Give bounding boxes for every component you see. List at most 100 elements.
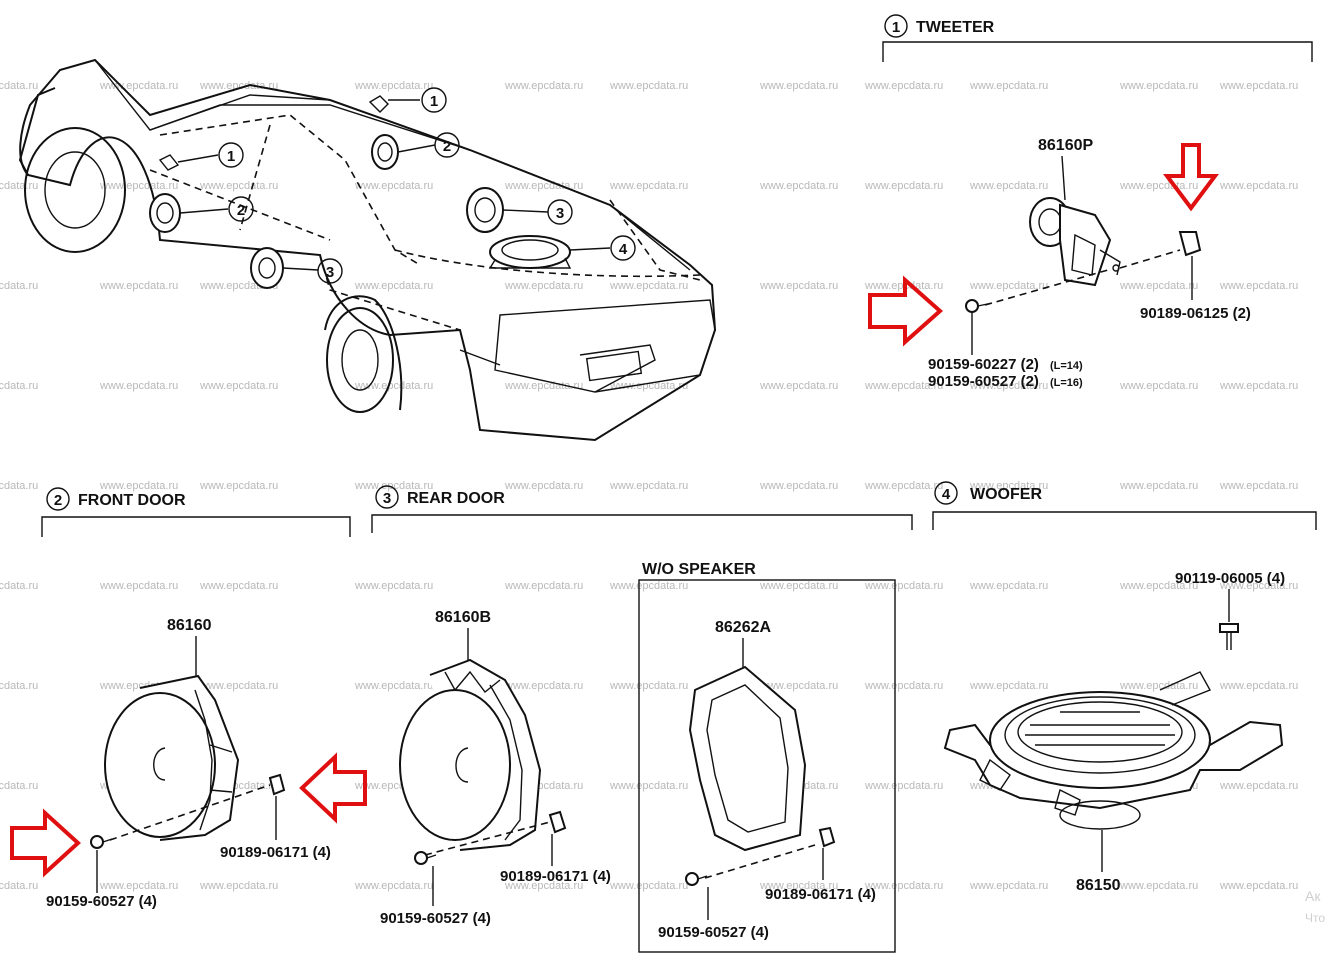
watermark-text: www.epcdata.ru <box>1219 680 1298 692</box>
watermark-text: www.epcdata.ru <box>609 380 688 392</box>
watermark-text: www.epcdata.ru <box>1119 180 1198 192</box>
corner-text-1: Ак <box>1305 888 1321 904</box>
woofer-bolt <box>1219 623 1239 650</box>
front-door-section-title: FRONT DOOR <box>78 492 186 509</box>
watermark-text: www.epcdata.ru <box>759 180 838 192</box>
watermark-text: www.epcdata.ru <box>1219 380 1298 392</box>
watermark-text: www.epcdata.ru <box>609 780 688 792</box>
watermark-text: www.epcdata.ru <box>504 380 583 392</box>
watermark-text: www.epcdata.ru <box>864 180 943 192</box>
watermark-text: www.epcdata.ru <box>759 80 838 92</box>
watermark-text: www.epcdata.ru <box>1219 580 1298 592</box>
watermark-text: www.epcdata.ru <box>504 580 583 592</box>
watermark-text: www.epcdata.ru <box>759 380 838 392</box>
svg-text:2: 2 <box>237 202 245 219</box>
watermark-text: www.epcdata.ru <box>864 780 943 792</box>
front-door-screw-label: 90159-60527 (4) <box>46 893 157 910</box>
watermark-text: www.epcdata.ru <box>99 580 178 592</box>
svg-text:2: 2 <box>443 138 451 155</box>
watermark-text: www.epcdata.ru <box>99 80 178 92</box>
watermark-text: www.epcdata.ru <box>1119 280 1198 292</box>
svg-text:3: 3 <box>556 205 564 222</box>
arrow-down-icon <box>1163 143 1219 212</box>
wo-speaker-fastener-label: 90189-06171 (4) <box>765 886 876 903</box>
front-door-part-number: 86160 <box>167 617 212 634</box>
watermark-text: www.epcdata.ru <box>0 380 38 392</box>
watermark-text: www.epcdata.ru <box>1119 880 1198 892</box>
watermark-text: www.epcdata.ru <box>0 580 38 592</box>
watermark-text: www.epcdata.ru <box>864 880 943 892</box>
watermark-text: www.epcdata.ru <box>99 880 178 892</box>
watermark-text: www.epcdata.ru <box>504 280 583 292</box>
arrow-right-icon <box>868 275 944 347</box>
front-door-section-number: 2 <box>54 492 62 509</box>
rear-door-fastener-label: 90189-06171 (4) <box>500 868 611 885</box>
front-door-speaker <box>104 674 240 841</box>
watermark-text: www.epcdata.ru <box>969 480 1048 492</box>
watermark-text: www.epcdata.ru <box>0 480 38 492</box>
watermark-text: www.epcdata.ru <box>99 480 178 492</box>
watermark-text: www.epcdata.ru <box>969 580 1048 592</box>
watermark-text: www.epcdata.ru <box>1219 780 1298 792</box>
rear-door-section-title: REAR DOOR <box>407 490 505 507</box>
watermark-text: www.epcdata.ru <box>609 180 688 192</box>
callout-3-side: 3 <box>317 258 343 284</box>
wo-speaker-part-number: 86262A <box>715 619 771 636</box>
watermark-text: www.epcdata.ru <box>504 80 583 92</box>
svg-text:4: 4 <box>619 241 628 258</box>
watermark-text: www.epcdata.ru <box>504 680 583 692</box>
watermark-layer: www.epcdata.ru www.epcdata.ru www.epcdata.… <box>0 80 1298 892</box>
tweeter-screw2-label: 90159-60527 (2) <box>928 373 1039 390</box>
watermark-text: www.epcdata.ru <box>354 880 433 892</box>
arrow-right-icon-2 <box>10 808 81 878</box>
watermark-text: www.epcdata.ru <box>354 580 433 592</box>
watermark-text: www.epcdata.ru <box>1119 380 1198 392</box>
woofer-section: 4 WOOFER 90119-06005 (4) 86150 <box>932 481 1317 894</box>
watermark-text: www.epcdata.ru <box>609 680 688 692</box>
woofer-bolt-label: 90119-06005 (4) <box>1175 570 1285 587</box>
watermark-text: www.epcdata.ru <box>969 880 1048 892</box>
watermark-text: www.epcdata.ru <box>354 80 433 92</box>
watermark-text: www.epcdata.ru <box>1219 480 1298 492</box>
watermark-text: www.epcdata.ru <box>969 80 1048 92</box>
watermark-text: www.epcdata.ru <box>504 180 583 192</box>
watermark-text: www.epcdata.ru <box>759 680 838 692</box>
watermark-text: www.epcdata.ru <box>199 380 278 392</box>
rear-door-part-number: 86160B <box>435 609 491 626</box>
watermark-text: www.epcdata.ru <box>1219 880 1298 892</box>
watermark-text: www.epcdata.ru <box>0 80 38 92</box>
rear-door-screw <box>414 851 437 865</box>
watermark-text: www.epcdata.ru <box>969 180 1048 192</box>
callout-3-top: 3 <box>547 199 573 225</box>
watermark-text: www.epcdata.ru <box>354 680 433 692</box>
tweeter-section-title: TWEETER <box>916 19 995 36</box>
watermark-text: www.epcdata.ru <box>864 380 943 392</box>
watermark-text: www.epcdata.ru <box>199 80 278 92</box>
tweeter-part-number: 86160P <box>1038 137 1093 154</box>
woofer-section-number: 4 <box>942 486 951 503</box>
svg-text:1: 1 <box>227 148 235 165</box>
tweeter-screw2-note: (L=16) <box>1050 377 1083 389</box>
watermark-text: www.epcdata.ru <box>1119 480 1198 492</box>
car-illustration: 1 2 3 1 2 3 4 <box>18 58 717 442</box>
watermark-text: www.epcdata.ru <box>199 680 278 692</box>
watermark-text: www.epcdata.ru <box>354 480 433 492</box>
watermark-text: www.epcdata.ru <box>199 480 278 492</box>
rear-door-clip <box>548 810 567 834</box>
watermark-text: www.epcdata.ru <box>99 180 178 192</box>
tweeter-part <box>1029 197 1121 287</box>
watermark-text: www.epcdata.ru <box>0 280 38 292</box>
watermark-text: www.epcdata.ru <box>99 280 178 292</box>
watermark-text: www.epcdata.ru <box>354 280 433 292</box>
watermark-text: www.epcdata.ru <box>1219 80 1298 92</box>
watermark-text: www.epcdata.ru <box>759 480 838 492</box>
watermark-text: www.epcdata.ru <box>864 680 943 692</box>
watermark-text: www.epcdata.ru <box>759 280 838 292</box>
watermark-text: www.epcdata.ru <box>609 80 688 92</box>
watermark-text: www.epcdata.ru <box>969 680 1048 692</box>
watermark-text: www.epcdata.ru <box>969 280 1048 292</box>
watermark-text: www.epcdata.ru <box>0 880 38 892</box>
watermark-text: www.epcdata.ru <box>199 180 278 192</box>
front-door-fastener-label: 90189-06171 (4) <box>220 844 331 861</box>
